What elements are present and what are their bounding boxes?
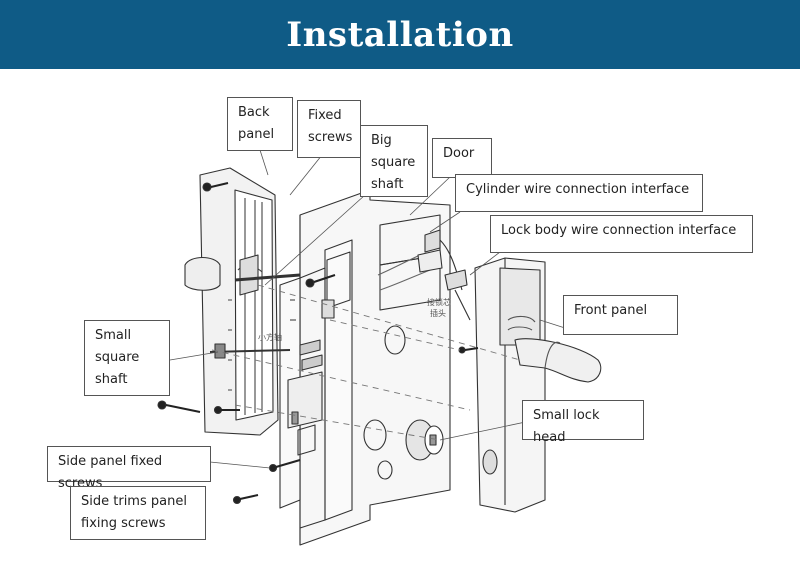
lock-exploded-diagram xyxy=(157,144,602,546)
label-door-text: Door xyxy=(443,146,475,161)
alignment-lines xyxy=(211,284,521,441)
trim-panel-screw xyxy=(232,494,259,505)
lock-body-screw xyxy=(305,274,336,288)
label-side-panel-screws: Side panel fixed screws xyxy=(47,446,211,491)
label-big-square-shaft-text: Big square shaft xyxy=(371,133,416,192)
label-small-lock-head-text: Small lock head xyxy=(533,408,600,445)
label-back-panel: Back panel xyxy=(227,97,293,151)
title-banner: Installation xyxy=(0,0,800,69)
label-small-square-shaft-text: Small square shaft xyxy=(95,328,140,387)
label-side-trims-screws: Side trims panel fixing screws xyxy=(70,486,206,540)
back-panel xyxy=(184,167,279,436)
label-front-panel: Front panel xyxy=(563,295,678,335)
label-small-square-shaft: Small square shaft xyxy=(84,320,170,396)
label-lock-body-wire: Lock body wire connection interface xyxy=(490,215,753,253)
label-side-trims-screws-text: Side trims panel fixing screws xyxy=(81,494,187,531)
shafts xyxy=(209,273,301,359)
front-panel xyxy=(474,257,602,513)
label-cylinder-wire-text: Cylinder wire connection interface xyxy=(466,182,690,197)
connector-cn-text-2: 插头 xyxy=(430,309,446,318)
label-front-panel-text: Front panel xyxy=(574,303,648,318)
label-door: Door xyxy=(432,138,492,178)
back-panel-right-screw xyxy=(213,405,240,415)
leader-lines xyxy=(169,144,566,469)
small-square-shaft-cn-text: 小方轴 xyxy=(258,333,282,342)
label-lock-body-wire-text: Lock body wire connection interface xyxy=(501,223,737,238)
label-fixed-screws-text: Fixed screws xyxy=(308,108,353,145)
label-big-square-shaft: Big square shaft xyxy=(360,125,428,197)
label-back-panel-text: Back panel xyxy=(238,105,275,142)
label-cylinder-wire: Cylinder wire connection interface xyxy=(455,174,703,212)
connector-cn-text-1: 接锁芯 xyxy=(427,298,451,307)
back-panel-bottom-screw xyxy=(157,400,201,413)
cylinder-wire-connector xyxy=(417,229,471,321)
label-fixed-screws: Fixed screws xyxy=(297,100,361,158)
back-panel-top-screw xyxy=(202,182,229,192)
screws xyxy=(157,182,479,505)
small-lock-head xyxy=(405,419,444,461)
front-panel-screw xyxy=(458,346,479,354)
label-small-lock-head: Small lock head xyxy=(522,400,644,445)
page-title: Installation xyxy=(286,14,514,55)
